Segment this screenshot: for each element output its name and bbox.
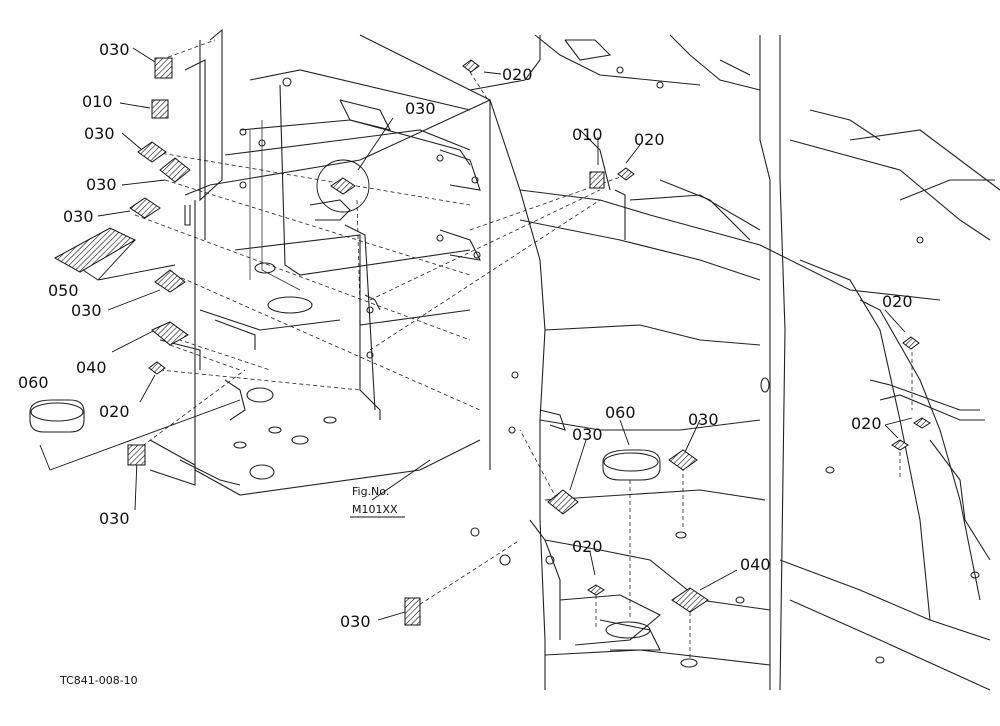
callout-030: 030 — [340, 612, 371, 631]
callout-040: 040 — [76, 358, 107, 377]
sticker-020-e1 — [913, 417, 931, 429]
callout-030: 030 — [688, 410, 719, 429]
sticker-030-g — [330, 177, 356, 195]
callout-030: 030 — [84, 124, 115, 143]
callout-060: 060 — [18, 373, 49, 392]
callout-020: 020 — [502, 65, 533, 84]
callout-050: 050 — [48, 281, 79, 300]
callout-020: 020 — [634, 130, 665, 149]
figure-reference: Fig.No. M101XX — [350, 485, 405, 518]
drawing-code: TC841-008-10 — [59, 674, 138, 687]
sticker-010-a — [151, 99, 169, 119]
callout-030: 030 — [405, 99, 436, 118]
sticker-030-b — [137, 141, 167, 163]
sticker-020-d — [902, 336, 920, 350]
sticker-030-c — [159, 157, 191, 183]
sticker-030-h — [547, 489, 579, 515]
callout-020: 020 — [882, 292, 913, 311]
sticker-020-a — [148, 361, 166, 375]
figure-ref-number: M101XX — [352, 503, 398, 516]
sticker-030-e — [154, 269, 186, 293]
leader-lines — [39, 39, 913, 660]
sticker-030-f — [127, 444, 146, 466]
sticker-030-d — [129, 197, 161, 219]
right-frame-linework — [359, 34, 1000, 691]
sticker-020-f — [587, 584, 605, 596]
sticker-020-b — [462, 59, 480, 73]
callout-010: 010 — [572, 125, 603, 144]
hatched-parts — [29, 57, 931, 626]
callout-030: 030 — [86, 175, 117, 194]
callout-030: 030 — [99, 509, 130, 528]
sticker-030-j — [404, 597, 421, 626]
left-panel-linework — [149, 28, 519, 496]
callout-020: 020 — [99, 402, 130, 421]
callout-040: 040 — [740, 555, 771, 574]
callout-060: 060 — [605, 403, 636, 422]
grommet-060-a — [29, 399, 85, 433]
figure-ref-label: Fig.No. — [352, 485, 389, 498]
callout-020: 020 — [851, 414, 882, 433]
sticker-030-a — [154, 57, 173, 79]
sticker-030-i — [668, 449, 698, 471]
callout-030: 030 — [99, 40, 130, 59]
callout-030: 030 — [63, 207, 94, 226]
sticker-020-e2 — [891, 439, 909, 451]
callout-labels: 030 010 030 030 030 050 030 040 060 020 … — [18, 40, 913, 631]
sticker-020-c — [617, 167, 635, 181]
callout-030: 030 — [572, 425, 603, 444]
callout-020: 020 — [572, 537, 603, 556]
pad-040-a — [151, 321, 189, 346]
callout-030: 030 — [71, 301, 102, 320]
sticker-010-b — [589, 171, 605, 189]
grommet-060-b — [602, 449, 661, 481]
callout-010: 010 — [82, 92, 113, 111]
plate-050 — [53, 227, 137, 273]
pad-040-b — [671, 587, 709, 613]
